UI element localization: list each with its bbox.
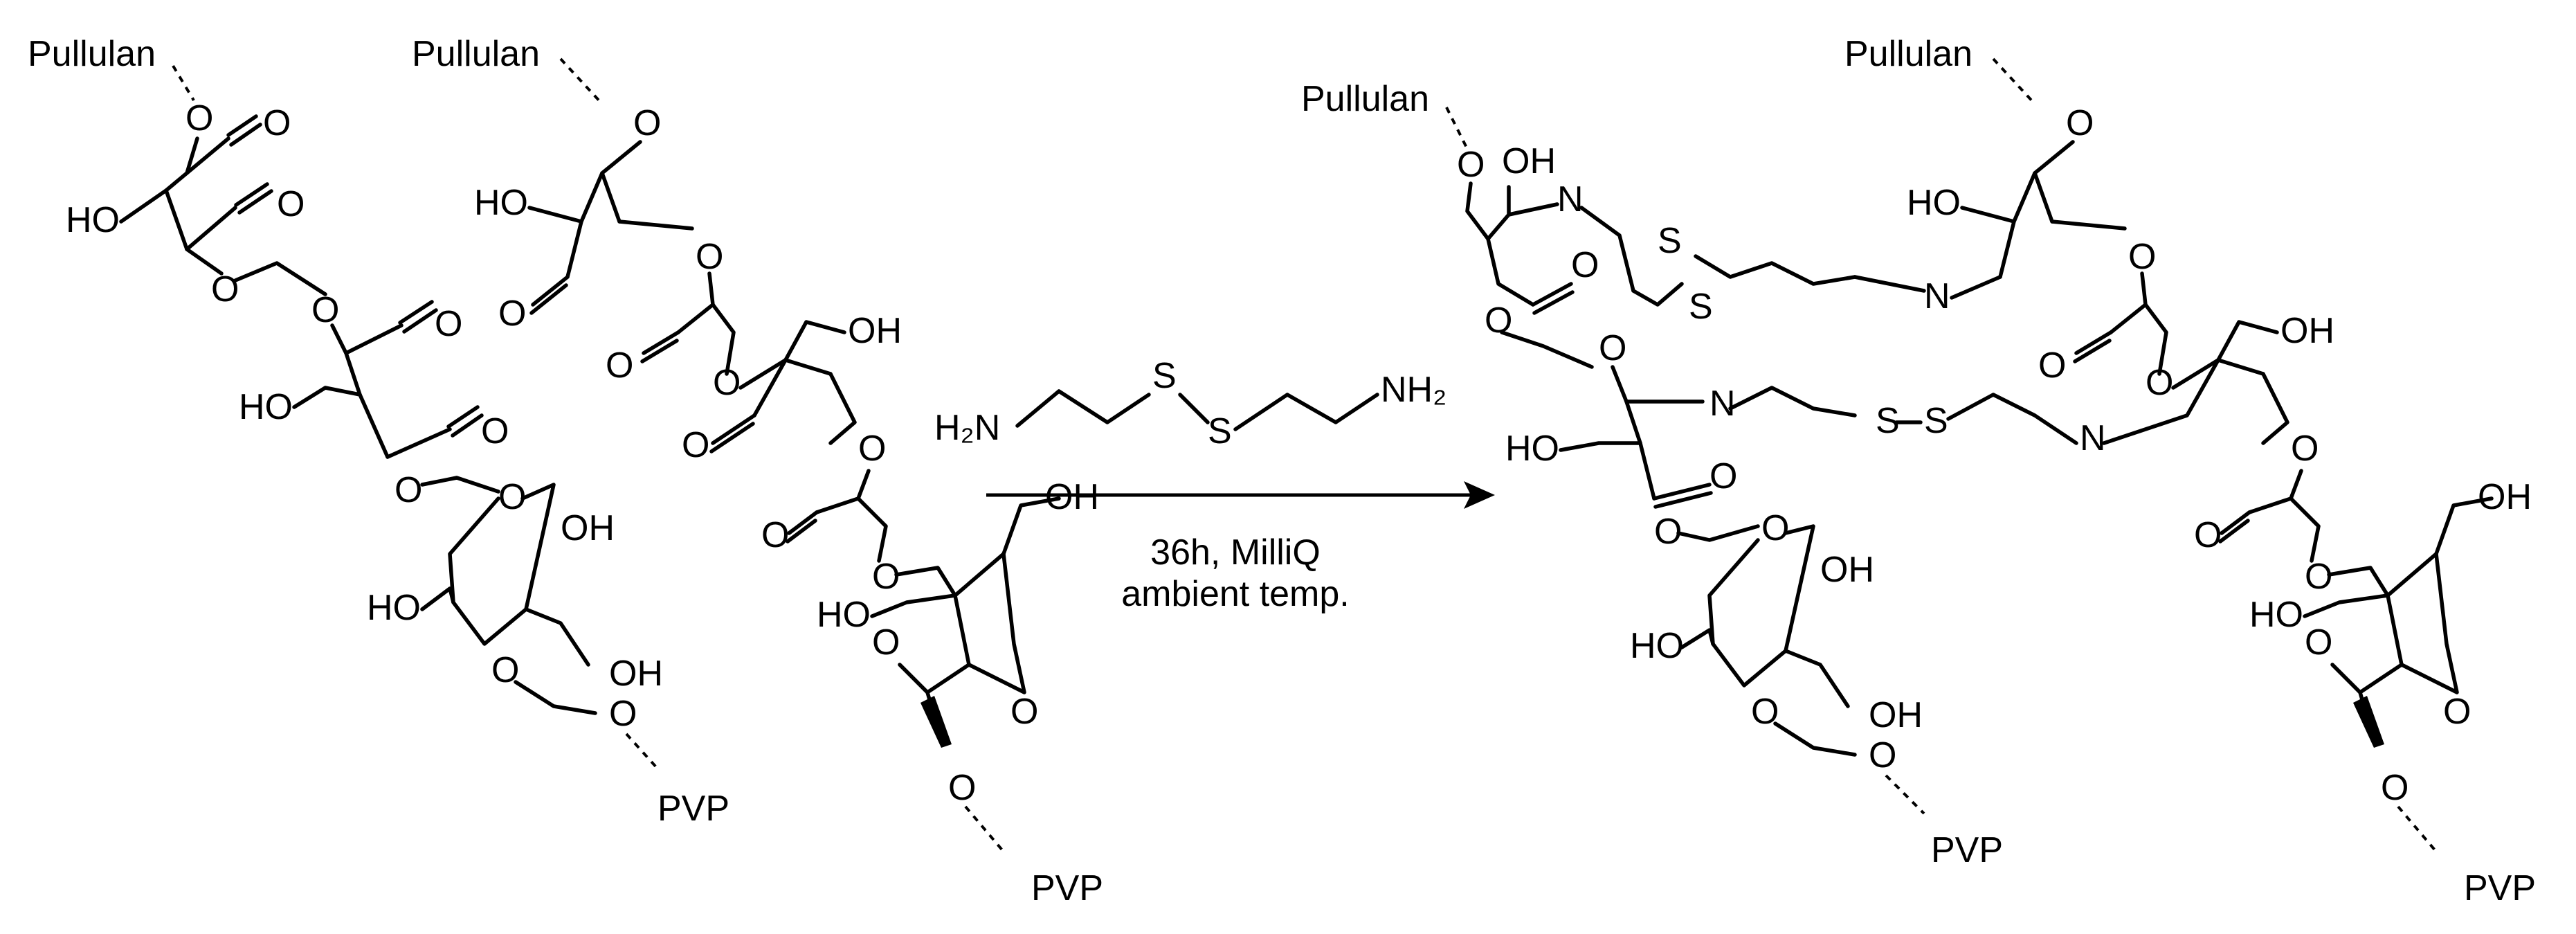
atom-o: O [1761,508,1789,548]
atom-o: O [2066,103,2094,143]
atom-ho: HO [1505,429,1559,469]
atom-o: O [491,650,519,690]
atom-o: O [609,694,637,734]
atom-o: O [696,237,723,277]
atom-s: S [1658,221,1682,261]
atom-o: O [435,304,462,344]
atom-o: O [277,184,305,224]
atom-n: N [2080,418,2106,458]
atom-o: O [185,98,213,138]
atom-o: O [2305,622,2332,663]
atom-ho: HO [2249,595,2303,635]
atom-ho: HO [1907,183,1961,223]
atom-o: O [2305,557,2332,597]
atom-n: N [1924,276,1950,316]
pvp-label: PVP [657,789,729,829]
atom-oh: OH [848,311,902,351]
atom-oh: OH [609,654,663,694]
atom-o: O [1709,456,1737,496]
atom-ho: HO [1630,626,1684,666]
reagent-cystamine: H₂N S S NH₂ [934,356,1446,451]
atom-ho: HO [474,183,528,223]
atom-o: O [2038,345,2066,386]
atom-o: O [682,425,709,465]
atom-o: O [263,103,291,143]
atom-o: O [311,290,339,330]
atom-o: O [1571,245,1599,285]
atom-oh: OH [2478,477,2532,517]
atom-o: O [2381,768,2409,808]
atom-o: O [858,429,886,469]
pullulan-label: Pullulan [1301,79,1429,119]
atom-oh: OH [2280,311,2334,351]
atom-oh: OH [1502,141,1556,181]
atom-o: O [948,768,976,808]
pvp-label: PVP [1931,830,2003,870]
atom-o: O [872,622,900,663]
atom-o: O [1457,145,1485,185]
atom-o: O [2128,237,2156,277]
atom-o: O [481,411,509,451]
atom-s: S [1689,287,1713,327]
atom-ho: HO [817,595,871,635]
reagent-sulfur-2: S [1208,411,1232,451]
atom-o: O [1751,692,1779,732]
atom-o: O [606,345,633,386]
atom-o: O [633,103,661,143]
atom-o: O [498,294,526,334]
reaction-conditions: 36h, MilliQ ambient temp. [1121,532,1350,614]
atom-o: O [713,363,741,403]
atom-o: O [2443,692,2471,732]
reactant-right-chain: Pullulan O HO O O O O OH O O O O OH HO O… [412,34,1103,908]
atom-ho: HO [367,588,421,628]
reagent-left-amine: H₂N [934,408,1000,448]
atom-o: O [1869,735,1896,775]
reagent-sulfur-1: S [1152,356,1177,396]
pvp-label: PVP [1031,868,1103,908]
atom-o: O [2194,515,2222,555]
atom-o: O [1010,692,1038,732]
pvp-label: PVP [2464,868,2536,908]
atom-oh: OH [561,508,615,548]
pullulan-label: Pullulan [412,34,540,74]
reactant-left-chain: Pullulan O O HO O O O O HO O O O OH HO O… [28,34,729,829]
atom-s: S [1924,401,1948,441]
atom-o: O [1599,328,1626,368]
atom-o: O [2291,429,2319,469]
atom-o: O [211,269,239,309]
atom-o: O [2146,363,2173,403]
atom-oh: OH [1820,550,1874,590]
conditions-line-1: 36h, MilliQ [1150,532,1321,573]
atom-oh: OH [1045,477,1099,517]
atom-n: N [1709,384,1736,424]
atom-o: O [394,470,422,510]
atom-ho: HO [66,200,120,240]
reagent-right-amine: NH₂ [1381,370,1446,410]
product-right-chain: Pullulan O HO O O O OH O O O OH HO O O O [1844,34,2536,908]
atom-o: O [761,515,789,555]
atom-oh: OH [1869,695,1923,735]
product-crosslinks: S S N S S N [1579,206,2106,458]
conditions-line-2: ambient temp. [1121,574,1350,614]
reaction-arrow [986,481,1495,509]
atom-n: N [1557,179,1584,219]
pullulan-label: Pullulan [1844,34,1972,74]
pullulan-label: Pullulan [28,34,156,74]
atom-o: O [872,557,900,597]
product-left-chain: Pullulan O OH N O O O N HO O O O OH HO O… [1301,79,2003,870]
atom-ho: HO [239,387,293,427]
